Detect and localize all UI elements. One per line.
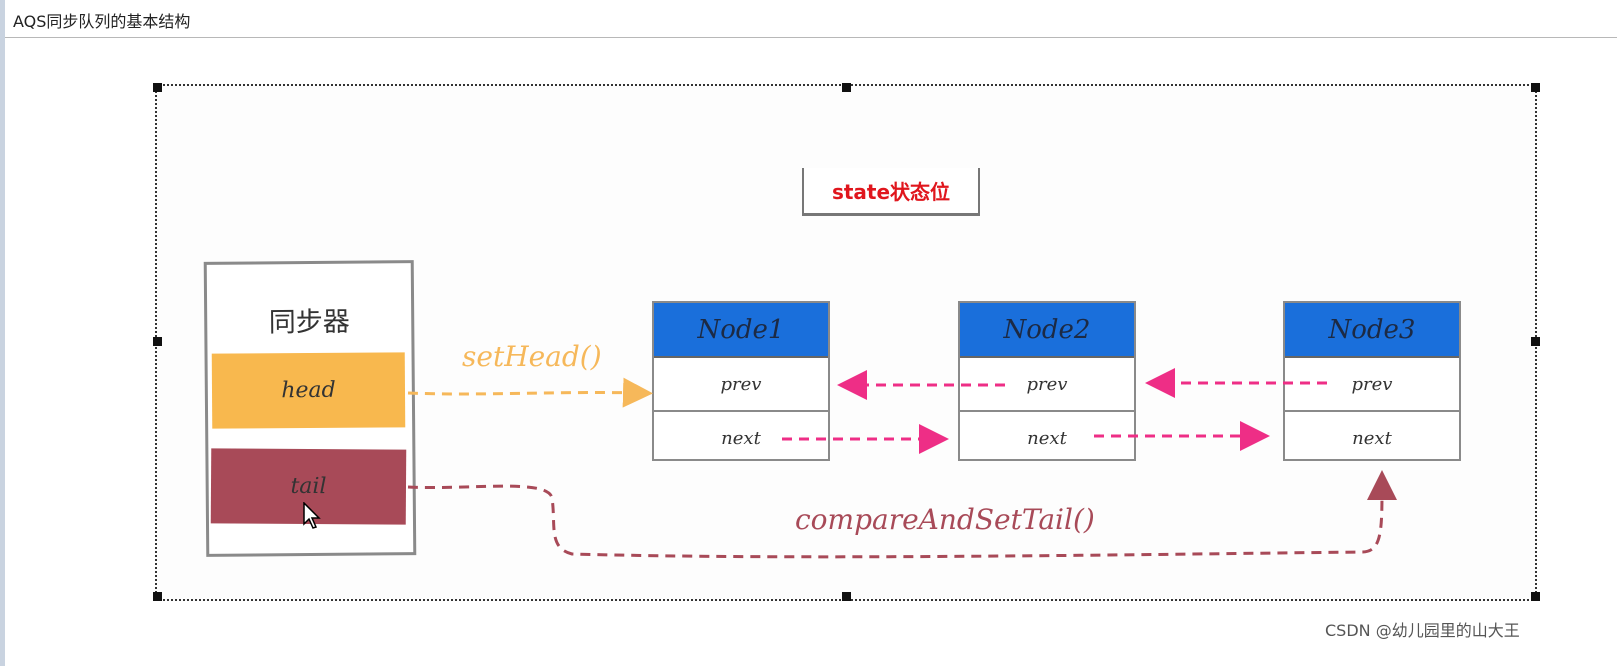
resize-handle-middle-right[interactable] [1531,337,1540,346]
page-title: AQS同步队列的基本结构 [13,12,191,31]
mouse-cursor-icon [303,502,321,529]
resize-handle-bottom-left[interactable] [153,592,162,601]
state-field-box: state状态位 [802,168,980,216]
node-1-title: Node1 [654,303,828,358]
node-2: Node2 prev next [958,301,1136,461]
node-3-prev: prev [1285,358,1459,412]
resize-handle-top-right[interactable] [1531,83,1540,92]
node-3: Node3 prev next [1283,301,1461,461]
set-head-label: setHead() [462,340,602,373]
node-2-next: next [1027,427,1067,449]
node-1-next: next [721,427,761,449]
compare-and-set-tail-label: compareAndSetTail() [795,503,1095,536]
resize-handle-bottom-center[interactable] [842,592,851,601]
resize-handle-top-left[interactable] [153,83,162,92]
node-1: Node1 prev next [652,301,830,461]
resize-handle-top-center[interactable] [842,83,851,92]
resize-handle-bottom-right[interactable] [1531,592,1540,601]
node-3-title: Node3 [1285,303,1459,358]
watermark: CSDN @幼儿园里的山大王 [1325,621,1520,640]
node-2-title: Node2 [960,303,1134,358]
left-window-strip [0,0,5,666]
title-bar: AQS同步队列的基本结构 [5,0,1617,38]
state-label: state状态位 [831,180,951,204]
resize-handle-middle-left[interactable] [153,337,162,346]
set-head-arrow [407,377,653,408]
node-2-prev: prev [960,358,1134,412]
node-3-next: next [1352,427,1392,449]
node-1-prev: prev [654,358,828,412]
